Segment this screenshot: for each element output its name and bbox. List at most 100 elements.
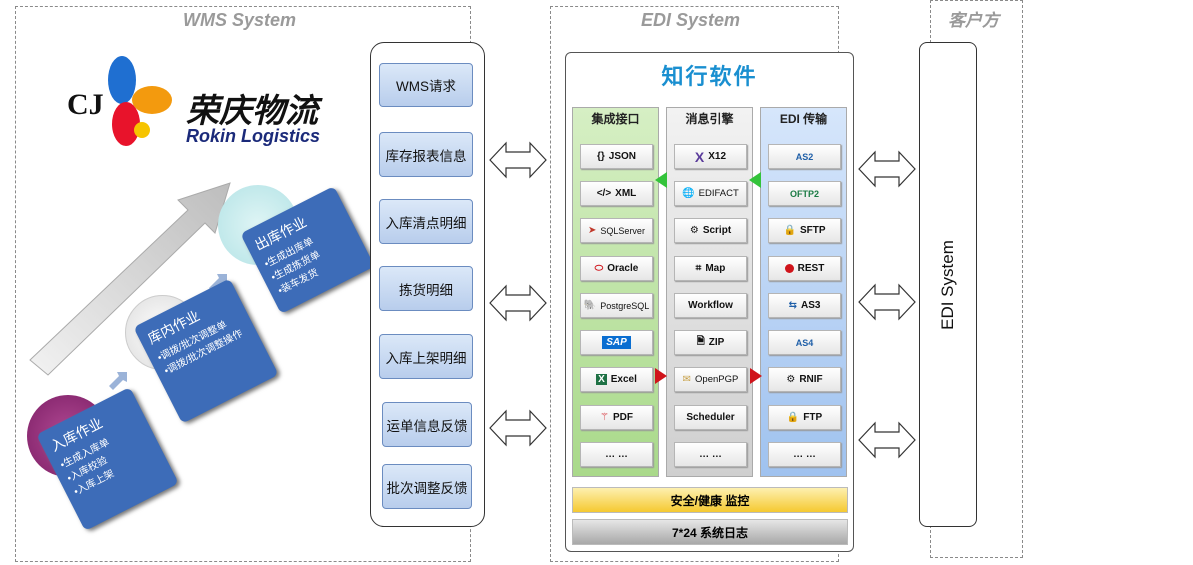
item-label: Oracle (607, 263, 639, 274)
message-box: 库存报表信息 (379, 132, 473, 177)
message-box: 批次调整反馈 (382, 464, 472, 509)
engine-item: ⌗Map (674, 256, 747, 281)
integration-item: </>XML (580, 181, 653, 206)
postgresql-icon: 🐘 (583, 300, 597, 311)
flow-arrow-icon (655, 368, 667, 384)
cj-petal-icon (108, 56, 172, 146)
excel-icon: X (596, 374, 607, 385)
edi-section-title: EDI System (641, 10, 741, 30)
item-label: … … (605, 449, 628, 460)
transport-item: ⚙RNIF (768, 367, 841, 392)
item-label: RNIF (799, 374, 823, 385)
message-box: 运单信息反馈 (382, 402, 472, 447)
wms-section-title: WMS System (183, 10, 297, 30)
system-log-bar: 7*24 系统日志 (572, 519, 848, 545)
integration-item: 🐘PostgreSQL (580, 293, 653, 318)
integration-item: SAP (580, 330, 653, 355)
message-box: 入库清点明细 (379, 199, 473, 244)
item-label: … … (699, 449, 722, 460)
lock-icon: 🔒 (786, 412, 800, 423)
double-arrow-icon (489, 409, 547, 447)
transport-item: 🔒FTP (768, 405, 841, 430)
customer-system-label: EDI System (938, 239, 957, 330)
transport-item: REST (768, 256, 841, 281)
flow-arrow-icon (749, 172, 761, 188)
integration-item: ⬭Oracle (580, 256, 653, 281)
message-column: WMS请求 库存报表信息 入库清点明细 拣货明细 入库上架明细 运单信息反馈 批… (370, 42, 485, 527)
gears-icon: ⚙ (689, 225, 699, 236)
engine-item: … … (674, 442, 747, 467)
item-label: EDIFACT (698, 188, 739, 199)
double-arrow-icon (858, 150, 916, 188)
envelope-icon: ✉ (682, 374, 692, 385)
logo-cn-name: 荣庆物流 (186, 92, 318, 129)
as4-icon: AS4 (795, 337, 814, 348)
engine-item: 🌐EDIFACT (674, 181, 747, 206)
item-label: XML (615, 188, 637, 199)
engine-title: 消息引擎 (685, 112, 734, 126)
item-label: Workflow (688, 300, 733, 311)
double-arrow-icon (489, 284, 547, 322)
transport-item: … … (768, 442, 841, 467)
edi-panel-title: 知行软件 (661, 64, 758, 89)
step-arrow-icon (109, 372, 127, 390)
integration-item: {}JSON (580, 144, 653, 169)
item-label: PostgreSQL (600, 300, 650, 311)
json-icon: {} (596, 151, 605, 162)
message-box: 拣货明细 (379, 266, 473, 311)
double-arrow-icon (489, 141, 547, 179)
double-arrow-icon (858, 283, 916, 321)
company-logo: CJ 荣庆物流 Rokin Logistics (64, 50, 354, 150)
transport-column: EDI 传输 AS2 OFTP2 🔒SFTP REST ⇆AS3 AS4 ⚙RN… (760, 107, 847, 477)
flow-arrow-icon (655, 172, 667, 188)
item-label: JSON (608, 151, 637, 162)
item-label: AS3 (800, 300, 821, 311)
customer-edi-system: EDI System (919, 42, 977, 527)
logo-en-name: Rokin Logistics (186, 126, 321, 146)
message-box: 入库上架明细 (379, 334, 473, 379)
transport-title: EDI 传输 (779, 112, 828, 126)
engine-item: ✉OpenPGP (674, 367, 747, 392)
item-label: REST (797, 263, 825, 274)
item-label: OpenPGP (695, 374, 739, 385)
x12-icon: X (694, 148, 705, 165)
transport-item: 🔒SFTP (768, 218, 841, 243)
oftp2-icon: OFTP2 (789, 188, 819, 199)
engine-item: ⚙Script (674, 218, 747, 243)
transport-item: AS4 (768, 330, 841, 355)
item-label: … … (793, 449, 816, 460)
item-label: X12 (708, 151, 727, 162)
item-label: Excel (610, 374, 637, 385)
sqlserver-icon: ➤ (588, 225, 597, 236)
integration-column: 集成接口 {}JSON </>XML ➤SQLServer ⬭Oracle 🐘P… (572, 107, 659, 477)
integration-title: 集成接口 (591, 112, 640, 126)
integration-item: ➤SQLServer (580, 218, 653, 243)
item-label: PDF (612, 412, 633, 423)
lock-icon: 🔒 (783, 225, 796, 236)
item-label: Script (702, 225, 732, 236)
integration-item: … … (580, 442, 653, 467)
map-icon: ⌗ (695, 263, 702, 274)
item-label: SFTP (799, 225, 826, 236)
customer-section-title: 客户方 (948, 11, 999, 30)
as3-icon: ⇆ (788, 300, 797, 311)
item-label: SQLServer (600, 225, 645, 236)
sap-icon: SAP (602, 336, 631, 349)
gears-icon: ⚙ (786, 374, 796, 385)
as2-icon: AS2 (795, 151, 814, 162)
item-label: ZIP (708, 337, 725, 348)
oracle-icon: ⬭ (594, 263, 604, 274)
integration-item: ⚚PDF (580, 405, 653, 430)
transport-item: ⇆AS3 (768, 293, 841, 318)
security-monitor-bar: 安全/健康 监控 (572, 487, 848, 513)
pdf-icon: ⚚ (600, 412, 609, 423)
globe-icon: 🌐 (682, 188, 695, 199)
message-box: WMS请求 (379, 63, 473, 107)
transport-item: OFTP2 (768, 181, 841, 206)
item-label: Map (705, 263, 726, 274)
item-label: FTP (803, 412, 823, 423)
item-label: Scheduler (686, 412, 735, 423)
